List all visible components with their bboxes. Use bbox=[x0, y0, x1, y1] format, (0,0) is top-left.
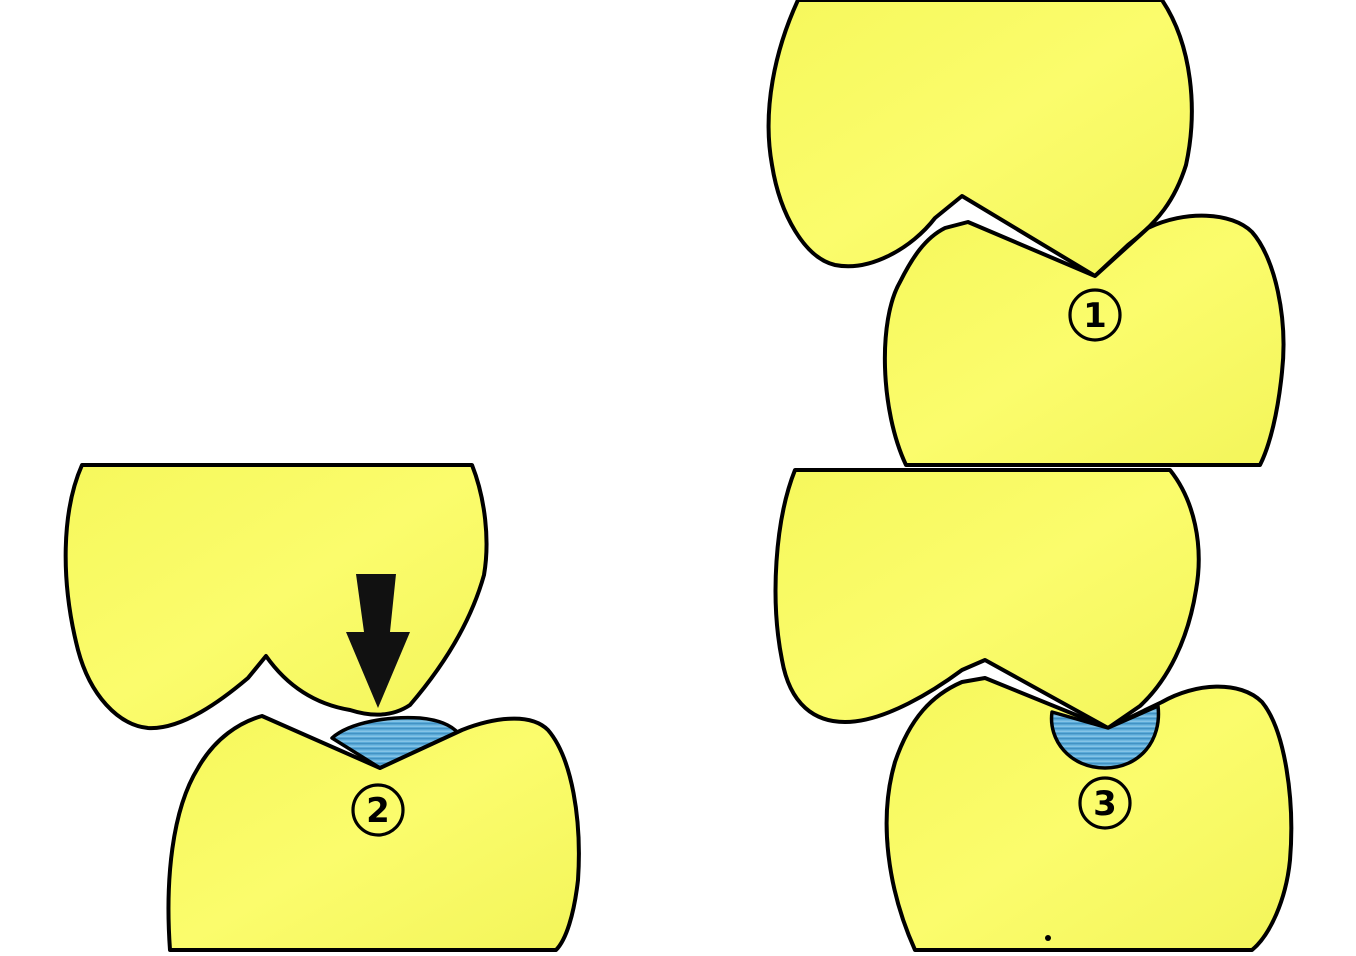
panel-1: 1 bbox=[766, 0, 1286, 467]
panel-number-1: 1 bbox=[1083, 296, 1107, 336]
upper-tooth bbox=[63, 463, 489, 731]
upper-tooth bbox=[773, 468, 1201, 730]
panel-number-2: 2 bbox=[366, 791, 390, 831]
number-badge-1: 1 bbox=[1068, 288, 1122, 342]
number-badge-3: 3 bbox=[1078, 776, 1132, 830]
upper-tooth bbox=[766, 0, 1194, 278]
lower-tooth bbox=[166, 714, 581, 952]
panel-number-3: 3 bbox=[1093, 784, 1117, 824]
panel-2: 2 bbox=[63, 463, 581, 952]
filling bbox=[1049, 704, 1161, 770]
filling bbox=[330, 715, 460, 770]
lower-tooth bbox=[884, 676, 1294, 952]
panel-3: 3 bbox=[773, 468, 1294, 952]
lower-tooth bbox=[882, 213, 1286, 467]
arrow-down-icon bbox=[346, 574, 410, 708]
speck bbox=[1045, 935, 1051, 941]
number-badge-2: 2 bbox=[351, 783, 405, 837]
